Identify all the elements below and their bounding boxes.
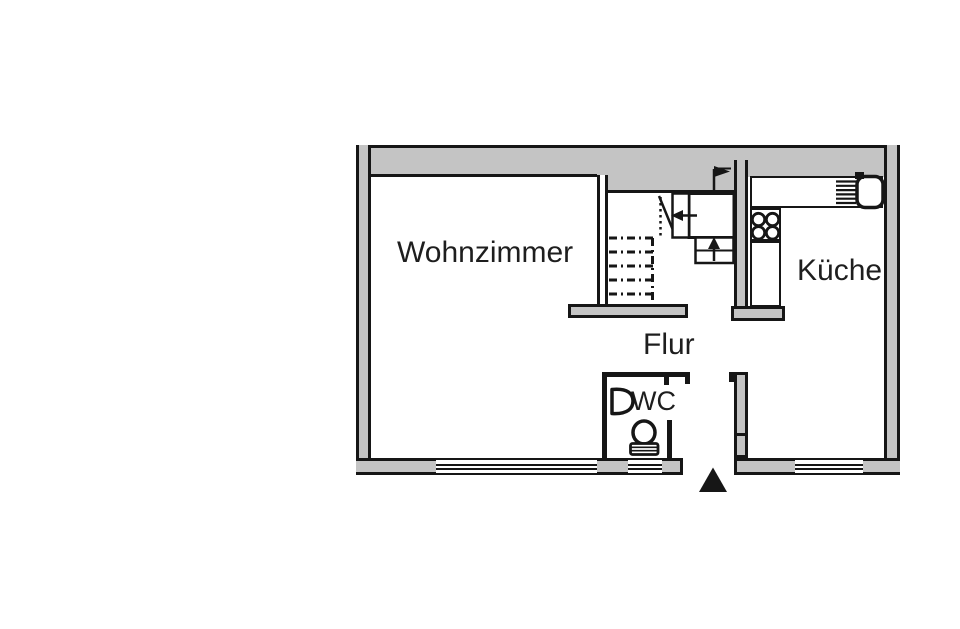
room-label-wohnzimmer: Wohnzimmer bbox=[397, 236, 574, 269]
room-label-flur: Flur bbox=[643, 328, 695, 361]
wall-bottom-segment bbox=[734, 458, 795, 475]
wc-hand-basin-icon bbox=[610, 387, 635, 416]
kitchen-counter-left bbox=[750, 241, 781, 307]
wall-wohnzimmer-right bbox=[597, 175, 608, 306]
wc-toilet-icon bbox=[629, 419, 660, 456]
wall-top-stair-section bbox=[607, 170, 734, 193]
wc-door-tab bbox=[664, 377, 669, 385]
wc-wall-right bbox=[667, 420, 672, 459]
wc-wall-left bbox=[602, 372, 607, 459]
room-label-wc: WC bbox=[631, 386, 676, 416]
wall-left bbox=[356, 145, 371, 459]
room-label-kueche: Küche bbox=[797, 254, 883, 287]
wall-kueche-west-cap bbox=[729, 372, 736, 382]
kitchen-sink-icon bbox=[855, 172, 885, 210]
wall-right bbox=[884, 145, 900, 475]
sink-drainer-icon bbox=[836, 180, 856, 205]
wall-bottom-segment bbox=[356, 458, 436, 475]
stove-burners-icon bbox=[750, 211, 781, 241]
stair-up-arrow bbox=[708, 166, 731, 261]
wall-top-inner-edge bbox=[371, 174, 597, 177]
wc-wall-top bbox=[602, 372, 690, 377]
wall-bottom-segment bbox=[863, 458, 900, 475]
wall-kueche-west-lower bbox=[734, 372, 748, 458]
wall-bottom-segment bbox=[597, 458, 628, 475]
wall-kueche-west-lower-divider bbox=[734, 433, 748, 436]
wc-wall-end-tab bbox=[685, 377, 690, 384]
entrance-marker-triangle bbox=[699, 467, 727, 492]
window-kueche bbox=[795, 458, 863, 475]
wall-kueche-west-foot bbox=[731, 306, 785, 321]
wall-bottom-segment bbox=[662, 458, 683, 475]
wall-stair-south bbox=[568, 304, 688, 318]
window-wohnzimmer bbox=[436, 458, 597, 475]
window-wc bbox=[628, 458, 662, 475]
